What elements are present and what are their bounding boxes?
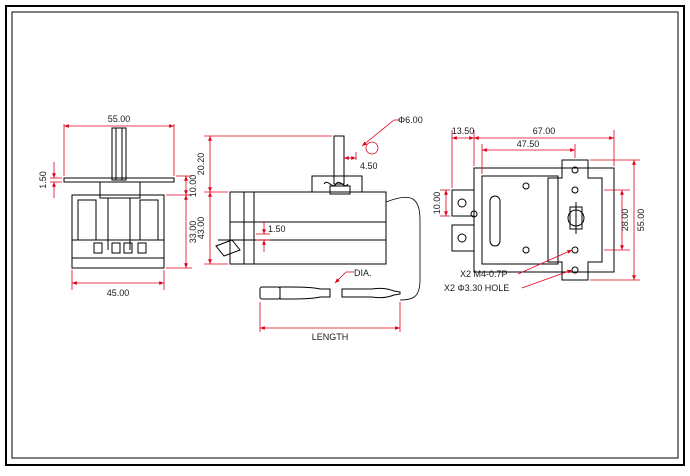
label-length: LENGTH [312, 332, 349, 342]
dim-overall-height: 43.00 [196, 217, 206, 240]
outer-border [5, 5, 685, 466]
top-view-dimensions [440, 130, 640, 289]
dim-shaft-height: 20.20 [196, 153, 206, 176]
dim-offset: 13.50 [452, 126, 475, 136]
side-view-dimensions [50, 124, 192, 290]
mounting-bracket [547, 159, 603, 281]
dim-cap: 10.00 [188, 175, 198, 198]
front-body [229, 191, 387, 265]
dim-flange: 1.50 [38, 171, 48, 189]
dim-terminal: 10.00 [432, 192, 442, 215]
side-view [63, 127, 175, 269]
top-body [473, 167, 615, 273]
dim-overall-length: 67.00 [533, 126, 556, 136]
label-dia: DIA. [354, 268, 372, 278]
dim-body-depth: 33.00 [188, 221, 198, 244]
shaft [111, 127, 127, 181]
top-view [451, 159, 615, 281]
body [71, 194, 165, 269]
front-shaft [333, 135, 345, 185]
dim-width-top: 55.00 [108, 114, 131, 124]
dim-inner-height: 28.00 [620, 209, 630, 232]
note-thread: X2 M4-0.7P [460, 269, 508, 279]
note-hole: X2 Φ3.30 HOLE [444, 283, 509, 293]
dim-hole-pitch: 47.50 [517, 139, 540, 149]
inner-border [11, 11, 679, 459]
dim-overall-height-top: 55.00 [636, 209, 646, 232]
dim-tab: 1.50 [268, 224, 286, 234]
front-view [215, 135, 421, 301]
dim-shaft-dia: Φ6.00 [398, 115, 423, 125]
dim-width-bottom: 45.00 [107, 288, 130, 298]
front-view-dimensions [204, 119, 401, 332]
dim-flat: 4.50 [360, 161, 378, 171]
